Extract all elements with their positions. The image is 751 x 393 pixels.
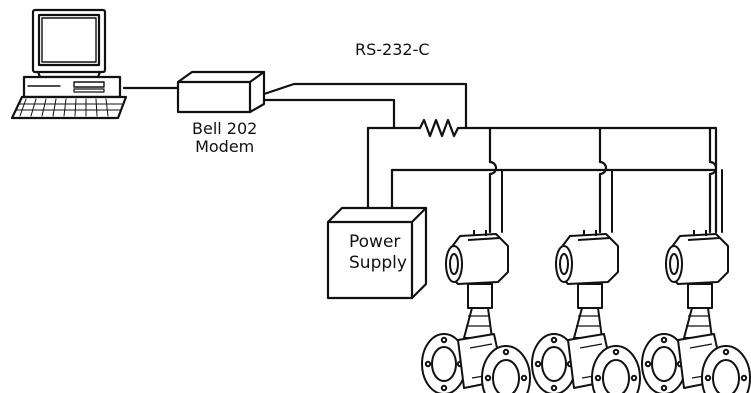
resistor-icon	[420, 120, 458, 136]
hart-loop-wire-return	[264, 100, 394, 128]
power-supply-line2: Supply	[349, 253, 407, 273]
flowmeter-transmitter-2	[531, 229, 641, 393]
power-supply-line1: Power	[349, 232, 401, 252]
loop-bus-top	[458, 128, 716, 232]
rs232-label: RS-232-C	[355, 40, 430, 59]
flowmeter-transmitter-3	[641, 229, 751, 393]
modem-label: Bell 202 Modem	[192, 120, 257, 156]
modem-label-line1: Bell 202	[192, 119, 258, 138]
power-supply-box	[328, 208, 426, 298]
computer-icon	[12, 10, 126, 118]
power-supply-label: Power Supply	[349, 232, 407, 274]
hart-loop-wire-top	[264, 84, 466, 128]
modem-label-line2: Modem	[195, 137, 255, 156]
modem-icon	[178, 72, 264, 112]
flowmeter-transmitter-1	[421, 229, 531, 393]
